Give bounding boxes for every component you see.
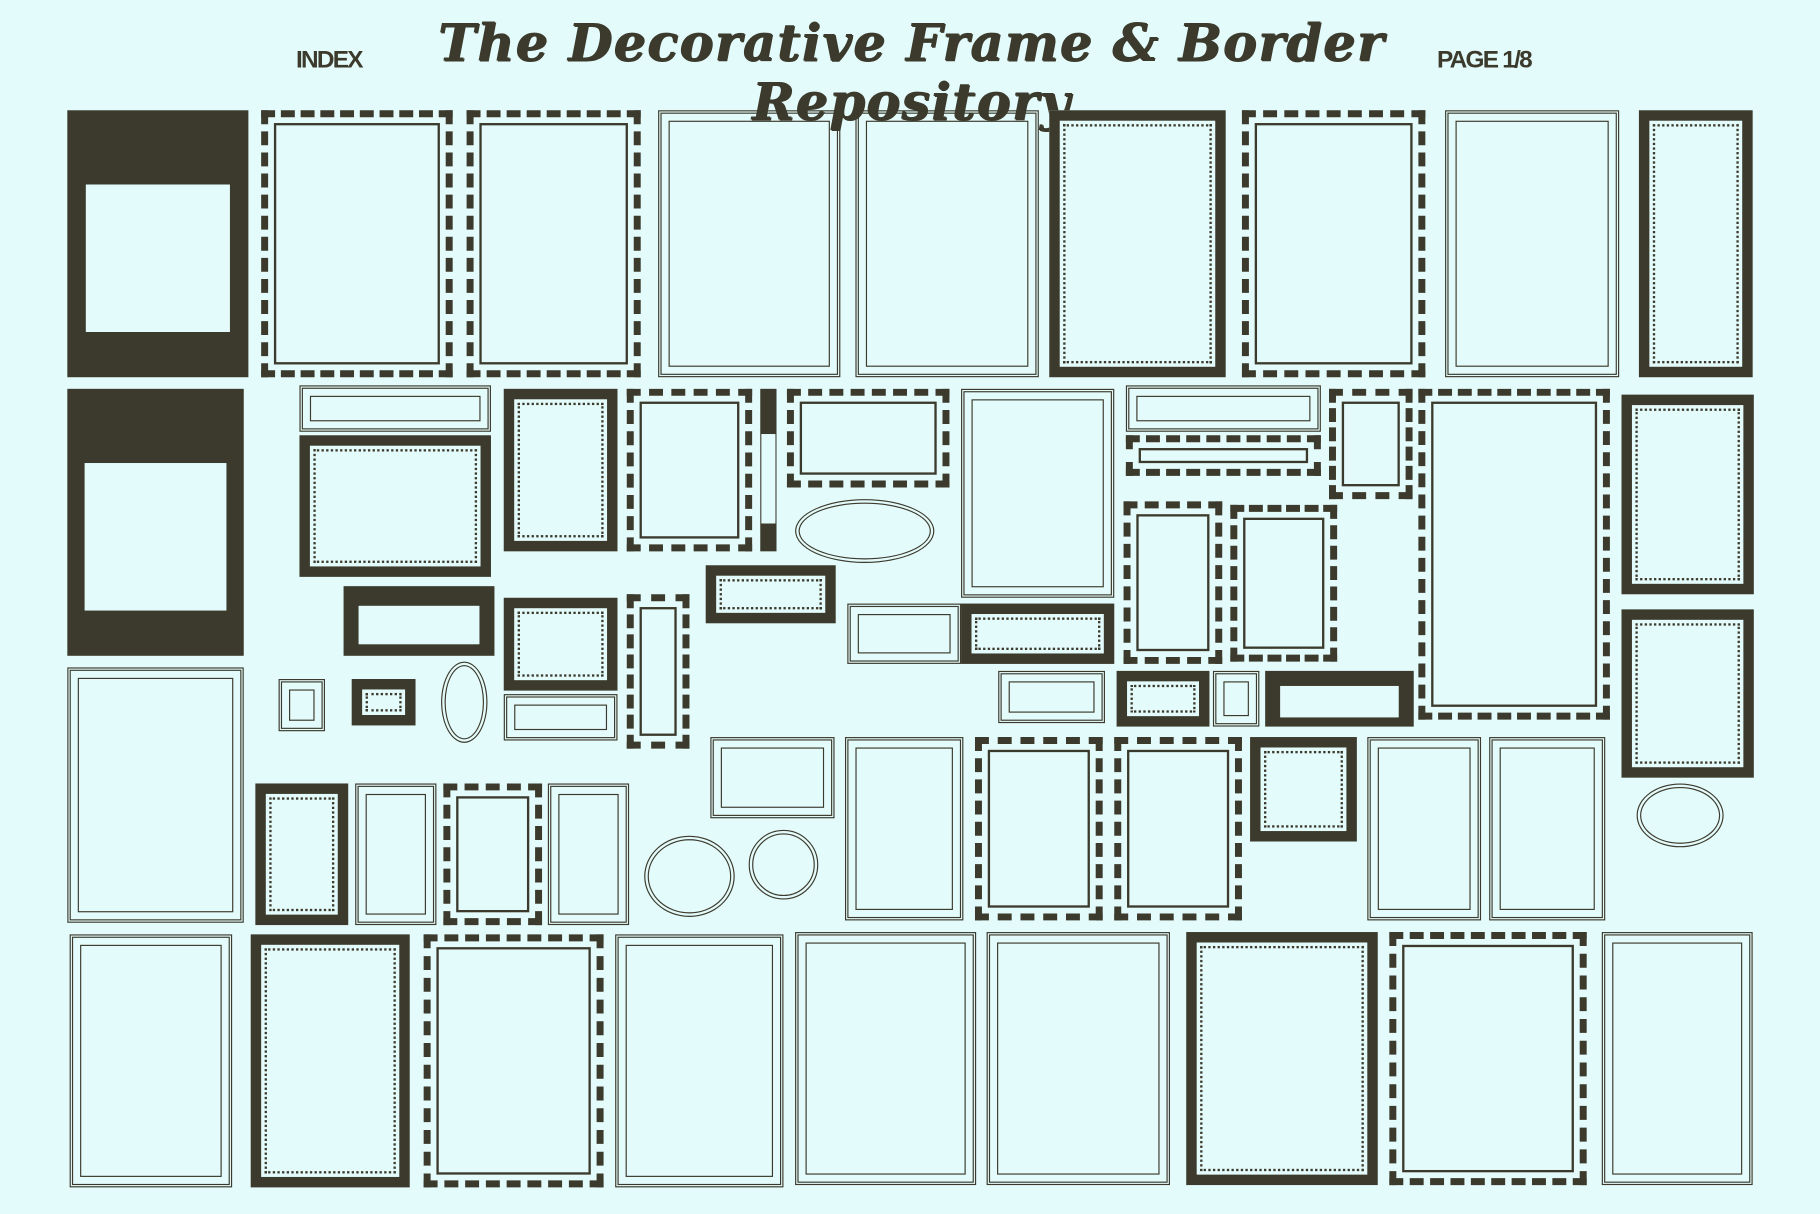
- frame-thumbnail: [1125, 385, 1321, 432]
- frame-thumbnail: [503, 597, 618, 691]
- frame-thumbnail: [443, 783, 543, 926]
- frame-thumbnail: [1489, 737, 1606, 921]
- frame-thumbnail: [710, 737, 835, 819]
- frame-thumbnail: [644, 835, 735, 917]
- frame-thumbnail: [255, 783, 349, 926]
- frame-thumbnail: [1116, 670, 1210, 727]
- frame-thumbnail: [67, 110, 249, 378]
- frame-thumbnail: [1636, 783, 1724, 848]
- frame-thumbnail: [658, 110, 841, 378]
- frame-thumbnail: [986, 932, 1170, 1186]
- frame-thumbnail: [795, 499, 935, 563]
- frame-thumbnail: [974, 737, 1103, 921]
- frame-thumbnail: [503, 694, 618, 741]
- frame-thumbnail: [1389, 932, 1587, 1186]
- frame-thumbnail: [1329, 388, 1413, 500]
- frame-thumbnail: [1125, 435, 1321, 476]
- index-label: INDEX: [295, 46, 364, 74]
- frame-thumbnail: [67, 667, 244, 923]
- frame-thumbnail: [961, 388, 1115, 598]
- frame-thumbnail: [67, 388, 244, 656]
- frame-thumbnail: [1601, 932, 1753, 1186]
- frame-thumbnail: [1621, 609, 1754, 778]
- frame-thumbnail: [1621, 394, 1754, 595]
- frame-thumbnail: [1367, 737, 1482, 921]
- frame-thumbnail: [1250, 737, 1357, 842]
- frame-thumbnail: [503, 388, 618, 552]
- frame-thumbnail: [705, 565, 836, 624]
- frame-thumbnail: [998, 670, 1105, 724]
- frame-thumbnail: [69, 934, 233, 1188]
- frame-thumbnail: [626, 388, 753, 552]
- frame-thumbnail: [786, 388, 950, 488]
- frame-thumbnail: [844, 737, 964, 921]
- frame-thumbnail: [343, 586, 495, 656]
- frame-thumbnail: [1418, 388, 1610, 720]
- frame-thumbnail: [1114, 737, 1242, 921]
- frame-thumbnail: [355, 783, 437, 926]
- frame-thumbnail: [760, 388, 777, 552]
- frame-thumbnail: [299, 435, 491, 577]
- page-number: PAGE 1/8: [1436, 46, 1533, 74]
- frame-thumbnail: [795, 932, 977, 1186]
- frame-thumbnail: [748, 829, 819, 900]
- frame-thumbnail: [547, 783, 630, 926]
- frame-thumbnail: [1212, 670, 1260, 727]
- frame-thumbnail: [299, 385, 491, 432]
- frame-thumbnail: [847, 603, 962, 664]
- frame-thumbnail: [961, 603, 1115, 664]
- frame-thumbnail: [1265, 670, 1414, 727]
- frame-thumbnail: [855, 110, 1039, 378]
- page-title: The Decorative Frame & Border Repository: [437, 13, 1385, 133]
- frame-thumbnail: [351, 679, 416, 726]
- frame-thumbnail: [1445, 110, 1620, 378]
- frame-thumbnail: [441, 661, 488, 743]
- frame-thumbnail: [615, 934, 784, 1188]
- frame-thumbnail: [1241, 110, 1426, 378]
- frame-thumbnail: [626, 594, 690, 749]
- frame-thumbnail: [1049, 110, 1226, 378]
- frame-thumbnail: [1123, 501, 1223, 664]
- frame-thumbnail: [1230, 504, 1338, 662]
- frame-thumbnail: [261, 110, 453, 378]
- frame-thumbnail: [278, 679, 325, 732]
- frame-thumbnail: [250, 934, 410, 1188]
- frame-thumbnail: [423, 934, 604, 1188]
- frame-thumbnail: [1638, 110, 1753, 378]
- frame-thumbnail: [1186, 932, 1378, 1186]
- frame-thumbnail: [466, 110, 641, 378]
